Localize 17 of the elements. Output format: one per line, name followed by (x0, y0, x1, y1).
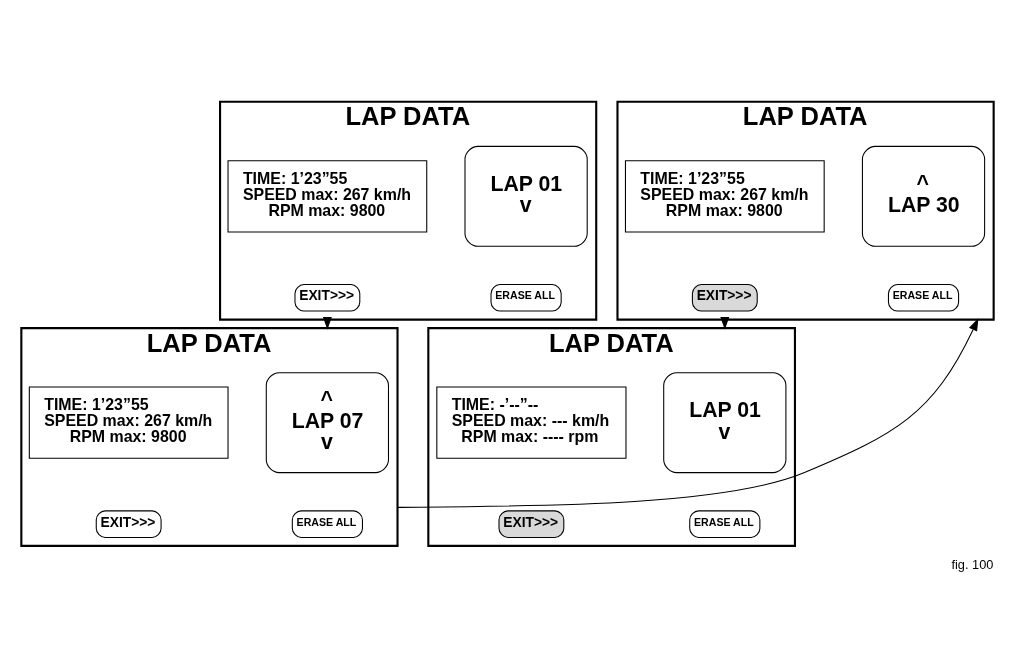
node-box: TIME: -’--”-- SPEED max: --- km/h RPM max: ---- rpm (436, 386, 627, 459)
node-box: EXIT>>> (691, 283, 758, 312)
node-box: ERASE ALL (887, 283, 960, 312)
caption: fig. 100 (951, 556, 994, 572)
node-box: TIME: 1’23”55 SPEED max: 267 km/h RPM max: 9800 (624, 159, 825, 232)
node-box: ^ LAP 30 (861, 145, 986, 247)
node-box: EXIT>>> (95, 509, 162, 538)
node-box: LAP 01 v (464, 145, 588, 247)
node-box: ERASE ALL (291, 509, 363, 538)
node-box: ERASE ALL (689, 509, 761, 538)
node-box: EXIT>>> (294, 283, 361, 312)
node-box: EXIT>>> (498, 509, 565, 538)
node-box: ^ LAP 07 v (265, 371, 389, 473)
node-box: TIME: 1’23”55 SPEED max: 267 km/h RPM max: 9800 (28, 386, 229, 459)
node-box: TIME: 1’23”55 SPEED max: 267 km/h RPM max: 9800 (227, 159, 428, 232)
node-box: LAP 01 v (663, 371, 787, 473)
node-box: ERASE ALL (490, 283, 562, 312)
